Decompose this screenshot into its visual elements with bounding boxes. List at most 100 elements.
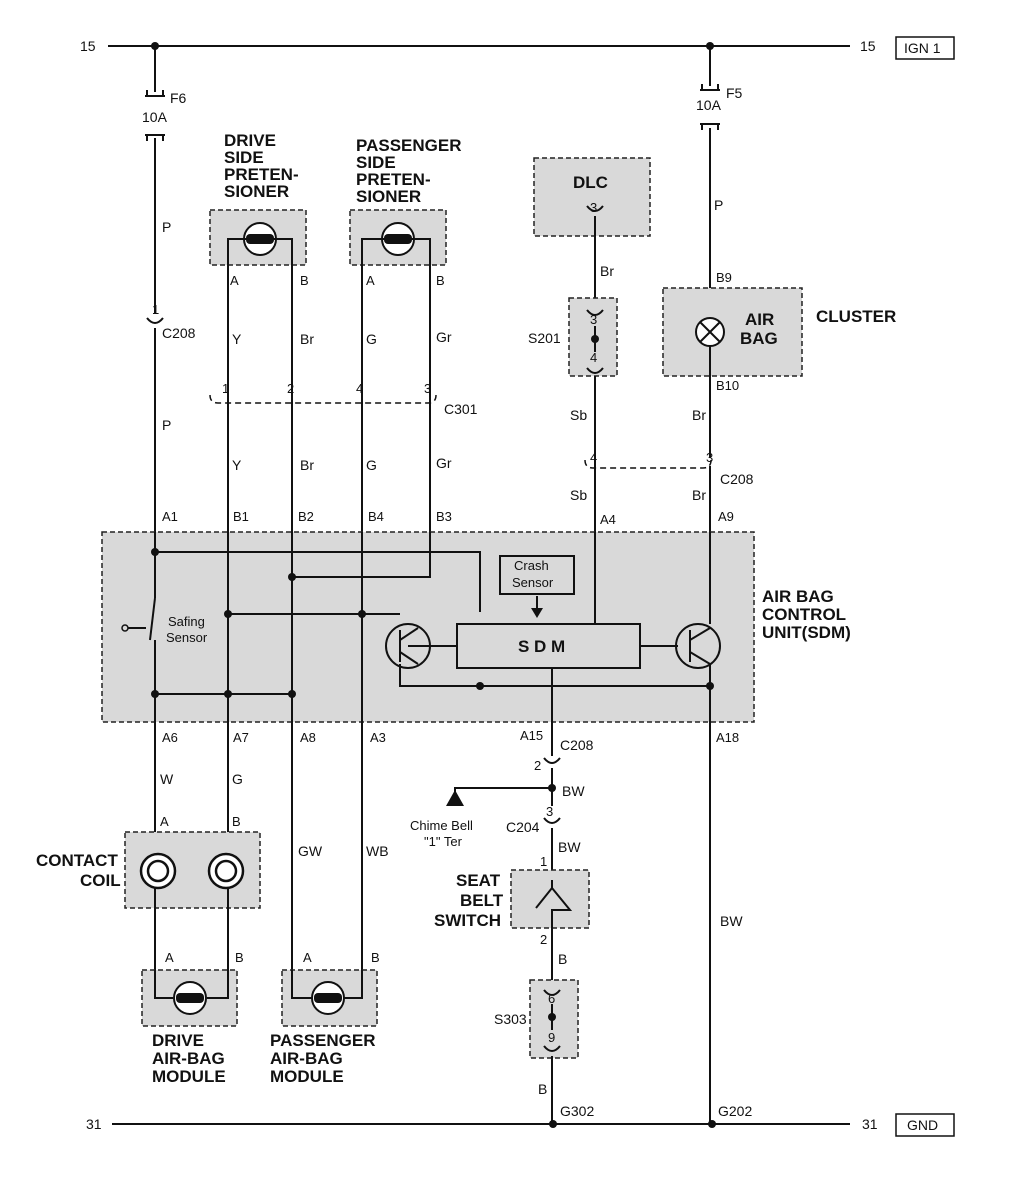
wire-label-br: Br (300, 331, 314, 347)
pin-label: B9 (716, 270, 732, 285)
pin-label: A9 (718, 509, 734, 524)
passenger-pretensioner-label: PASSENGER SIDE PRETEN- SIONER (356, 136, 466, 206)
pin-label: 3 (590, 200, 597, 215)
ground-g202-label: G202 (718, 1103, 752, 1119)
sdm-label: AIR BAG CONTROL UNIT(SDM) (762, 587, 851, 642)
connector-c208-icon (146, 317, 164, 324)
wire-label-br: Br (692, 487, 706, 503)
passenger-airbag-module-icon (291, 970, 363, 1015)
sdm-box (101, 531, 755, 723)
fuse-f5-rating: 10A (696, 97, 722, 113)
pin-label: A (165, 950, 174, 965)
wire-label-bw: BW (562, 783, 585, 799)
sdm-module-block (456, 623, 641, 669)
junction-dot (548, 1013, 556, 1021)
wire-label-gr: Gr (436, 455, 452, 471)
junction-dot (151, 690, 159, 698)
pin-label: A1 (162, 509, 178, 524)
pin-label: 1 (152, 302, 159, 317)
wire-label-g: G (232, 771, 243, 787)
splice-pin-icon (586, 309, 604, 316)
pin-label: 6 (548, 991, 555, 1006)
wire-label-w: W (160, 771, 174, 787)
connector-c208-icon (584, 459, 712, 469)
fuse-f6-name: F6 (170, 90, 187, 106)
fuse-f5-icon (700, 84, 720, 130)
pin-label: 3 (424, 381, 431, 396)
junction-dot (288, 690, 296, 698)
fuse-f5-name: F5 (726, 85, 743, 101)
pin-label: B10 (716, 378, 739, 393)
wire-chime (454, 787, 552, 800)
safing-sensor-switch-icon (121, 597, 156, 641)
rail-label-top-right: 15 (860, 38, 876, 54)
pin-label: 1 (222, 381, 229, 396)
connector-c301-label: C301 (444, 401, 478, 417)
splice-pin-icon (543, 1045, 561, 1052)
wire-label-br: Br (600, 263, 614, 279)
pin-label: A18 (716, 730, 739, 745)
junction-dot (224, 610, 232, 618)
drive-pretensioner-icon (227, 222, 293, 298)
pin-label: 4 (356, 381, 363, 396)
wire-label-g: G (366, 331, 377, 347)
gnd-tag-box (895, 1113, 955, 1137)
pin-label: A3 (370, 730, 386, 745)
wire-label-sb: Sb (570, 487, 587, 503)
connector-c204-icon (543, 817, 561, 824)
fuse-f6-icon (145, 90, 165, 141)
pin-label: A (230, 273, 239, 288)
rail-label-bottom-left: 31 (86, 1116, 102, 1132)
dlc-label: DLC (573, 173, 608, 192)
wire-label-bw: BW (720, 913, 743, 929)
connector-c208-label: C208 (720, 471, 754, 487)
connector-c208-label: C208 (560, 737, 594, 753)
wire-label-b: B (538, 1081, 547, 1097)
pin-label: 2 (287, 381, 294, 396)
wire-label-br: Br (300, 457, 314, 473)
pin-label: A8 (300, 730, 316, 745)
pin-label: B (235, 950, 244, 965)
safing-sensor-label: Safing Sensor (166, 614, 209, 645)
fuse-f6-rating: 10A (142, 109, 168, 125)
pin-label: B (371, 950, 380, 965)
pin-label: A (160, 814, 169, 829)
wire-label-sb: Sb (570, 407, 587, 423)
pin-label: 3 (590, 312, 597, 327)
rail-label-top-left: 15 (80, 38, 96, 54)
passenger-pretensioner-icon (361, 222, 431, 298)
wire-label-b: B (558, 951, 567, 967)
cluster-lamp-label: AIR BAG (740, 310, 779, 348)
dlc-box (533, 157, 651, 237)
contact-coil-label: CONTACT COIL (36, 851, 123, 890)
junction-dot (476, 682, 484, 690)
air-bag-lamp-icon (695, 317, 725, 347)
cluster-box (662, 287, 803, 377)
wire-label-g: G (366, 457, 377, 473)
wire-label-y: Y (232, 331, 242, 347)
wire-label-wb: WB (366, 843, 389, 859)
wire-label-gw: GW (298, 843, 323, 859)
chime-bell-label: Chime Bell "1" Ter (410, 818, 476, 849)
pin-label: B1 (233, 509, 249, 524)
rail-label-bottom-right: 31 (862, 1116, 878, 1132)
wire-label-bw: BW (558, 839, 581, 855)
drive-pretensioner-label: DRIVE SIDE PRETEN- SIONER (224, 131, 303, 201)
pin-label: B4 (368, 509, 384, 524)
drive-airbag-module-icon (154, 970, 229, 1015)
crash-sensor-label: Crash Sensor (512, 558, 554, 590)
dlc-pin-icon (586, 205, 604, 212)
pin-label: B3 (436, 509, 452, 524)
pin-label: 3 (706, 450, 713, 465)
pin-label: 3 (546, 804, 553, 819)
junction-dot (224, 690, 232, 698)
pin-label: A4 (600, 512, 616, 527)
ign-tag-box (895, 36, 955, 60)
pin-label: A15 (520, 728, 543, 743)
connector-c204-label: C204 (506, 819, 540, 835)
splice-s201-label: S201 (528, 330, 561, 346)
pin-label: B (300, 273, 309, 288)
ground-g302-label: G302 (560, 1103, 594, 1119)
pin-label: A (303, 950, 312, 965)
